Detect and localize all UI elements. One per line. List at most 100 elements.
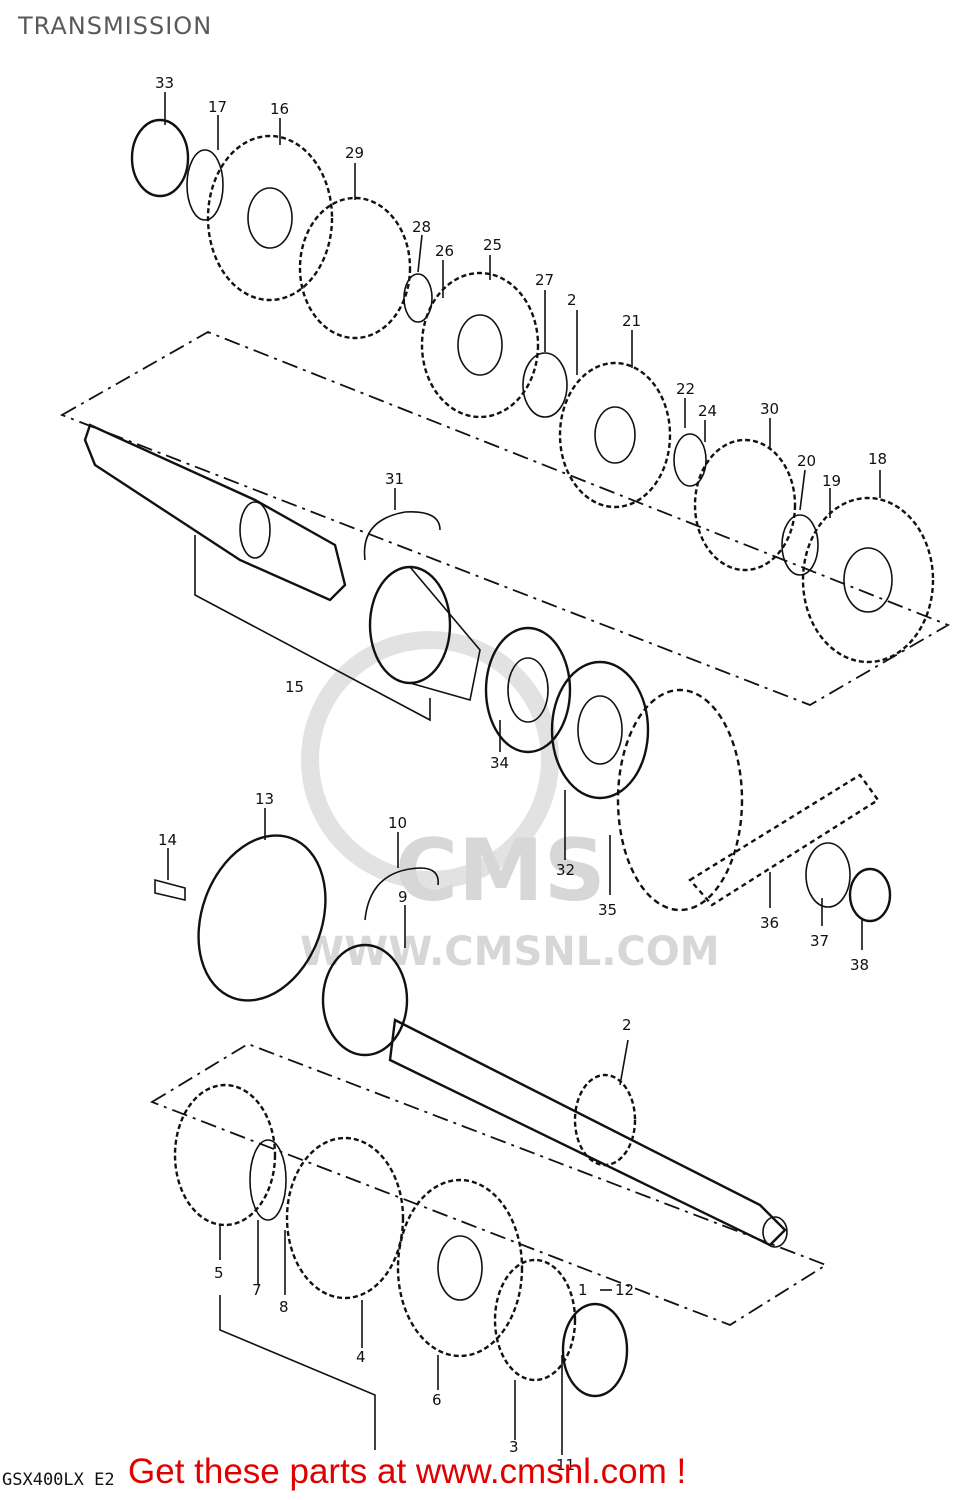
gear-21-hub xyxy=(594,406,636,464)
bearing-9 xyxy=(321,943,409,1057)
washer-17 xyxy=(186,149,224,221)
bushing-27 xyxy=(522,352,568,418)
part-label: 4 xyxy=(356,1348,366,1366)
buy-parts-link[interactable]: Get these parts at www.cmsnl.com ! xyxy=(128,1452,687,1491)
part-label: 8 xyxy=(279,1298,289,1316)
bushing-28 xyxy=(403,273,433,323)
part-label: 13 xyxy=(255,790,274,808)
part-label: 25 xyxy=(483,236,502,254)
bearing-12 xyxy=(561,1302,629,1398)
part-label: 33 xyxy=(155,74,174,92)
bearing-33 xyxy=(130,118,190,198)
watermark-ring xyxy=(301,631,559,889)
part-label: 26 xyxy=(435,242,454,260)
part-label: 34 xyxy=(490,754,509,772)
part-label: 35 xyxy=(598,901,617,919)
gear-25-hub xyxy=(457,314,503,376)
gear-18 xyxy=(801,496,935,664)
washer-7 xyxy=(249,1139,287,1221)
watermark-brand: CMS xyxy=(395,821,606,921)
part-label: 20 xyxy=(797,452,816,470)
washer-37 xyxy=(805,842,851,908)
part-label: 36 xyxy=(760,914,779,932)
chain-36 xyxy=(688,773,880,907)
part-label: 32 xyxy=(556,861,575,879)
part-label: 6 xyxy=(432,1391,442,1409)
bracket-15 xyxy=(194,535,431,722)
countershaft-collar xyxy=(239,501,271,559)
part-label: 14 xyxy=(158,831,177,849)
part-label: 1 xyxy=(578,1281,588,1299)
part-label: 18 xyxy=(868,450,887,468)
watermark-url: WWW.CMSNL.COM xyxy=(300,929,720,975)
gear-25 xyxy=(420,271,540,419)
gear-3 xyxy=(493,1258,577,1382)
bracket-11 xyxy=(219,1295,376,1450)
driveshaft-body xyxy=(388,1018,787,1247)
sprocket-35 xyxy=(616,688,744,912)
bearing-34 xyxy=(484,626,572,754)
part-label: 7 xyxy=(252,1281,262,1299)
oil-seal-32 xyxy=(550,660,650,800)
part-label: 24 xyxy=(698,402,717,420)
shaft-end xyxy=(762,1216,788,1248)
bearing-hub xyxy=(368,565,452,685)
part-label: 27 xyxy=(535,271,554,289)
gear-6 xyxy=(396,1178,524,1358)
bearing-34-inner xyxy=(507,657,549,723)
gear-5 xyxy=(173,1083,277,1227)
nut-38 xyxy=(848,867,892,923)
gear-4 xyxy=(285,1136,405,1300)
gear-18-hub xyxy=(843,547,893,613)
part-label: 38 xyxy=(850,956,869,974)
part-label: 29 xyxy=(345,144,364,162)
part-label: 17 xyxy=(208,98,227,116)
gear-2 xyxy=(573,1073,637,1167)
gear-29 xyxy=(298,196,412,340)
part-label: 15 xyxy=(285,678,304,696)
gasket-assembly xyxy=(154,834,439,1002)
part-label: 37 xyxy=(810,932,829,950)
gear-30 xyxy=(693,438,797,572)
part-label: 22 xyxy=(676,380,695,398)
part-label: 16 xyxy=(270,100,289,118)
part-label: 11 xyxy=(556,1456,575,1474)
part-label: 9 xyxy=(398,888,408,906)
part-label: 28 xyxy=(412,218,431,236)
gear-16-hub xyxy=(247,187,293,249)
part-label: 19 xyxy=(822,472,841,490)
part-label: 31 xyxy=(385,470,404,488)
gear-21 xyxy=(558,361,672,509)
part-label: 2 xyxy=(567,291,577,309)
model-code: GSX400LX E2 xyxy=(2,1470,115,1490)
part-label: 3 xyxy=(509,1438,519,1456)
washer-24 xyxy=(673,433,707,487)
oil-seal-32-inner xyxy=(577,695,623,765)
part-label: 12 xyxy=(615,1281,634,1299)
gear-16 xyxy=(206,134,334,302)
washer-19 xyxy=(781,514,819,576)
gasket-13 xyxy=(197,834,327,1002)
watermark: CMS WWW.CMSNL.COM xyxy=(300,631,720,975)
part-label: 2 xyxy=(622,1016,632,1034)
leader-lines xyxy=(164,92,881,1455)
upper-gear-set xyxy=(130,118,935,664)
lower-gear-set xyxy=(173,1083,629,1450)
driveshaft xyxy=(321,943,788,1248)
part-labels: 33 17 16 29 28 26 25 27 2 21 22 24 30 20… xyxy=(155,74,887,1474)
bearing-sleeve xyxy=(409,566,481,702)
part-label: 21 xyxy=(622,312,641,330)
countershaft-body xyxy=(83,423,347,602)
circlip-31 xyxy=(363,511,441,561)
bolt-14 xyxy=(154,878,186,902)
clutch-sprocket-assembly xyxy=(368,565,892,923)
countershaft-enclosure xyxy=(59,331,951,706)
page-title: TRANSMISSION xyxy=(18,12,213,40)
gear-6-hub xyxy=(437,1235,483,1301)
part-label: 5 xyxy=(214,1264,224,1282)
circlip-10 xyxy=(364,867,439,921)
part-label: 30 xyxy=(760,400,779,418)
part-label: 10 xyxy=(388,814,407,832)
